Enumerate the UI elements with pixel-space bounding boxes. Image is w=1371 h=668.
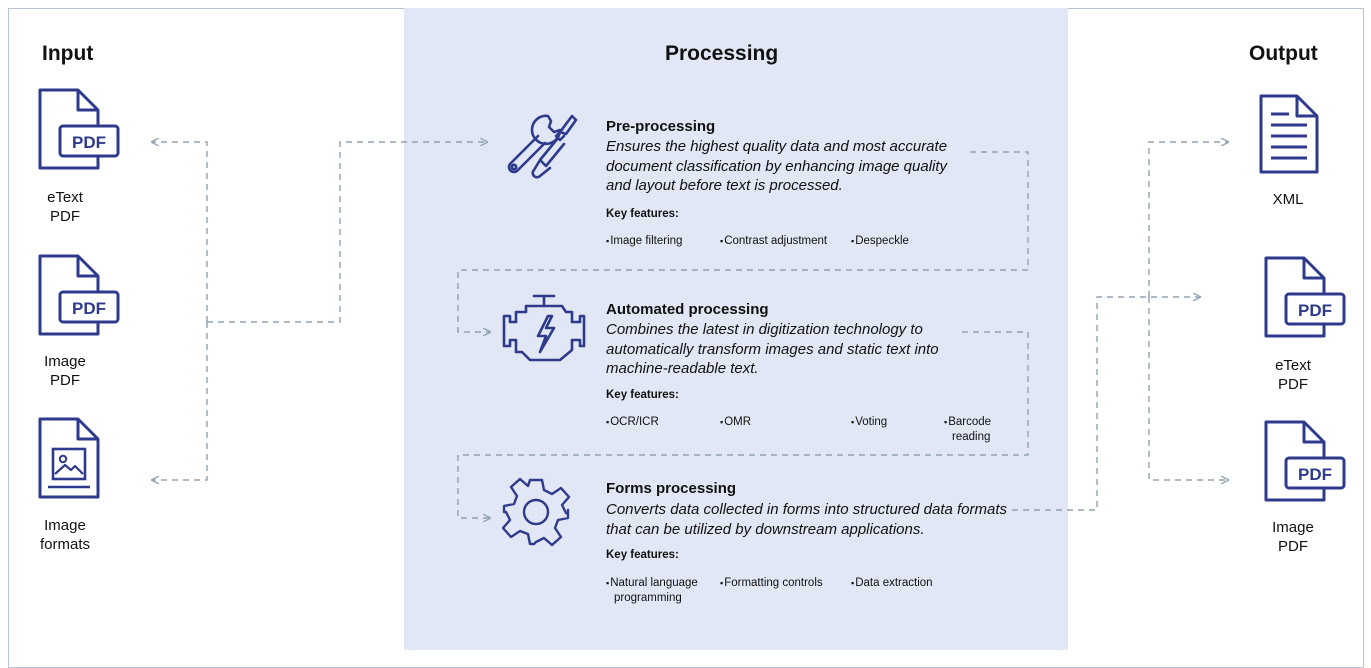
pdf-document-icon: PDF [38,254,120,336]
feature-item: Natural language programming [606,576,720,606]
svg-text:PDF: PDF [1298,301,1332,320]
section-description-forms-processing: Converts data collected in forms into st… [606,500,1011,539]
feature-item: Formatting controls [720,576,822,591]
wrench-screwdriver-icon [507,114,578,179]
auto-to-forms-connector [457,331,1029,518]
output-connector-image-pdf [1148,297,1228,480]
feature-item: OMR [720,415,751,430]
feature-item: Contrast adjustment [720,234,827,249]
pdf-document-icon: PDF [38,88,120,170]
forms-to-output-connector [968,297,1200,511]
section-title-automated-processing: Automated processing [606,301,769,318]
feature-item: Voting [851,415,887,430]
section-description-automated-processing: Combines the latest in digitization tech… [606,320,958,379]
output-connector-xml [1148,142,1228,297]
section-title-forms-processing: Forms processing [606,480,737,497]
key-features-label: Key features: [606,549,679,561]
key-features-label: Key features: [606,208,679,220]
output-column-title: Output [1249,42,1318,65]
connector-lines [0,0,1371,650]
pdf-document-icon: PDF [1264,420,1346,502]
processing-column-title: Processing [665,42,779,65]
input-column-title: Input [42,42,94,65]
section-description-pre-processing: Ensures the highest quality data and mos… [606,137,968,196]
engine-icon [502,294,586,362]
input-to-processing-connector [207,142,487,323]
pre-to-auto-connector [457,151,1029,332]
key-features-label: Key features: [606,389,679,401]
input-connector-lower [152,322,208,480]
svg-text:PDF: PDF [1298,465,1332,484]
input-connector-upper [152,142,208,322]
feature-item: Image filtering [606,234,682,249]
image-document-icon [38,417,100,499]
svg-text:PDF: PDF [72,299,106,318]
section-title-pre-processing: Pre-processing [606,118,716,135]
pdf-document-icon: PDF [1264,256,1346,338]
output-item-xml-label: XML [1272,191,1304,208]
feature-item: Despeckle [851,234,909,249]
feature-item: Data extraction [851,576,932,591]
gear-icon [501,477,571,547]
xml-document-icon [1259,94,1319,174]
svg-text:PDF: PDF [72,133,106,152]
feature-item: OCR/ICR [606,415,659,430]
feature-item: Barcode reading [944,415,1010,445]
